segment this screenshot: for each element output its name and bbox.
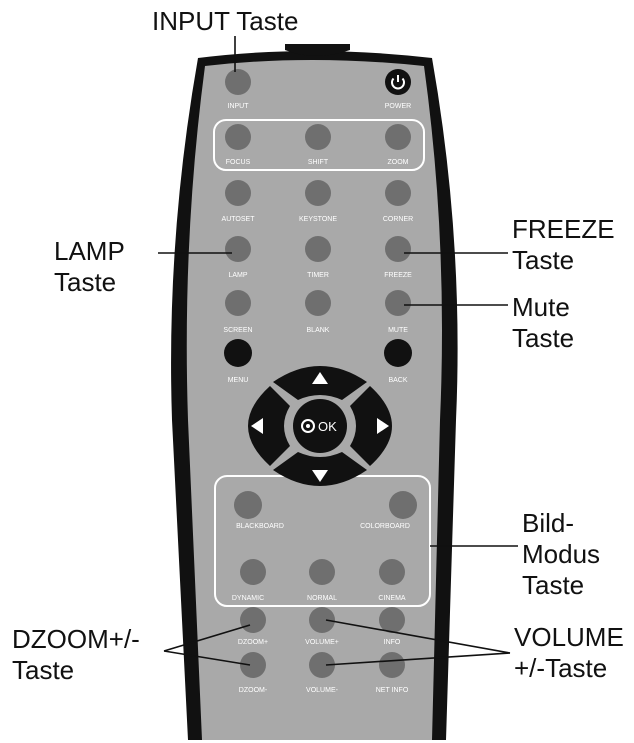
normal-button[interactable]: [309, 559, 335, 585]
focus-button[interactable]: [225, 124, 251, 150]
blackboard-button[interactable]: [234, 491, 262, 519]
zoom-button[interactable]: [385, 124, 411, 150]
corner-label: CORNER: [383, 216, 413, 223]
colorboard-button[interactable]: [389, 491, 417, 519]
dynamic-label: DYNAMIC: [232, 595, 264, 602]
ok-button[interactable]: [293, 399, 347, 453]
blackboard-label: BLACKBOARD: [236, 523, 284, 530]
dynamic-button[interactable]: [240, 559, 266, 585]
lamp-label: LAMP: [228, 272, 247, 279]
left-arrow-icon: [251, 418, 263, 434]
mute-callout: Mute Taste: [512, 292, 575, 353]
focus-label: FOCUS: [226, 159, 251, 166]
info-label: INFO: [384, 639, 401, 646]
back-label: BACK: [388, 377, 407, 384]
keystone-label: KEYSTONE: [299, 216, 337, 223]
freeze-label: FREEZE: [384, 272, 412, 279]
power-icon: [391, 75, 405, 90]
timer-label: TIMER: [307, 272, 329, 279]
shift-label: SHIFT: [308, 159, 329, 166]
net-info-label: NET INFO: [376, 687, 409, 694]
cinema-label: CINEMA: [378, 595, 406, 602]
lamp-button[interactable]: [225, 236, 251, 262]
mute-label: MUTE: [388, 327, 408, 334]
volume-plus-button[interactable]: [309, 607, 335, 633]
timer-button[interactable]: [305, 236, 331, 262]
input-callout: INPUT Taste: [152, 6, 299, 36]
ok-ring-icon: [301, 419, 315, 433]
shift-button[interactable]: [305, 124, 331, 150]
cinema-button[interactable]: [379, 559, 405, 585]
dzoom-minus-label: DZOOM-: [239, 687, 268, 694]
dzoom-callout: DZOOM+/- Taste: [12, 624, 140, 685]
zoom-label: ZOOM: [388, 159, 409, 166]
screen-label: SCREEN: [223, 327, 252, 334]
dzoom-plus-button[interactable]: [240, 607, 266, 633]
ok-label: OK: [318, 419, 337, 434]
freeze-callout: FREEZE Taste: [512, 214, 615, 275]
left-button[interactable]: [248, 386, 290, 466]
net-info-button[interactable]: [379, 652, 405, 678]
menu-label: MENU: [228, 377, 249, 384]
lamp-callout: LAMP Taste: [54, 236, 125, 297]
input-label: INPUT: [228, 103, 250, 110]
info-button[interactable]: [379, 607, 405, 633]
bild-modus-callout: Bild- Modus Taste: [522, 508, 601, 600]
down-button[interactable]: [273, 452, 367, 486]
blank-label: BLANK: [307, 327, 330, 334]
dzoom-minus-button[interactable]: [240, 652, 266, 678]
remote-top-notch: [285, 44, 350, 56]
input-button[interactable]: [225, 69, 251, 95]
corner-button[interactable]: [385, 180, 411, 206]
colorboard-label: COLORBOARD: [360, 523, 410, 530]
right-button[interactable]: [350, 386, 392, 466]
up-arrow-icon: [312, 372, 328, 384]
volume-minus-button[interactable]: [309, 652, 335, 678]
volume-leader-lower: [325, 652, 511, 666]
power-label: POWER: [385, 103, 411, 110]
blank-button[interactable]: [305, 290, 331, 316]
ok-dot-icon: [306, 424, 310, 428]
back-button[interactable]: [384, 339, 412, 367]
freeze-button[interactable]: [385, 236, 411, 262]
right-arrow-icon: [377, 418, 389, 434]
dzoom-leader-upper: [163, 624, 251, 652]
volume-leader-upper: [325, 619, 511, 654]
screen-button[interactable]: [225, 290, 251, 316]
autoset-button[interactable]: [225, 180, 251, 206]
down-arrow-icon: [312, 470, 328, 482]
keystone-button[interactable]: [305, 180, 331, 206]
volume-minus-label: VOLUME-: [306, 687, 339, 694]
volume-plus-label: VOLUME+: [305, 639, 339, 646]
lens-group-outline: [213, 119, 425, 171]
dzoom-plus-label: DZOOM+: [238, 639, 268, 646]
normal-label: NORMAL: [307, 595, 337, 602]
menu-button[interactable]: [224, 339, 252, 367]
mute-button[interactable]: [385, 290, 411, 316]
dzoom-leader-lower: [163, 650, 251, 666]
volume-callout: VOLUME +/-Taste: [514, 622, 624, 683]
autoset-label: AUTOSET: [222, 216, 256, 223]
